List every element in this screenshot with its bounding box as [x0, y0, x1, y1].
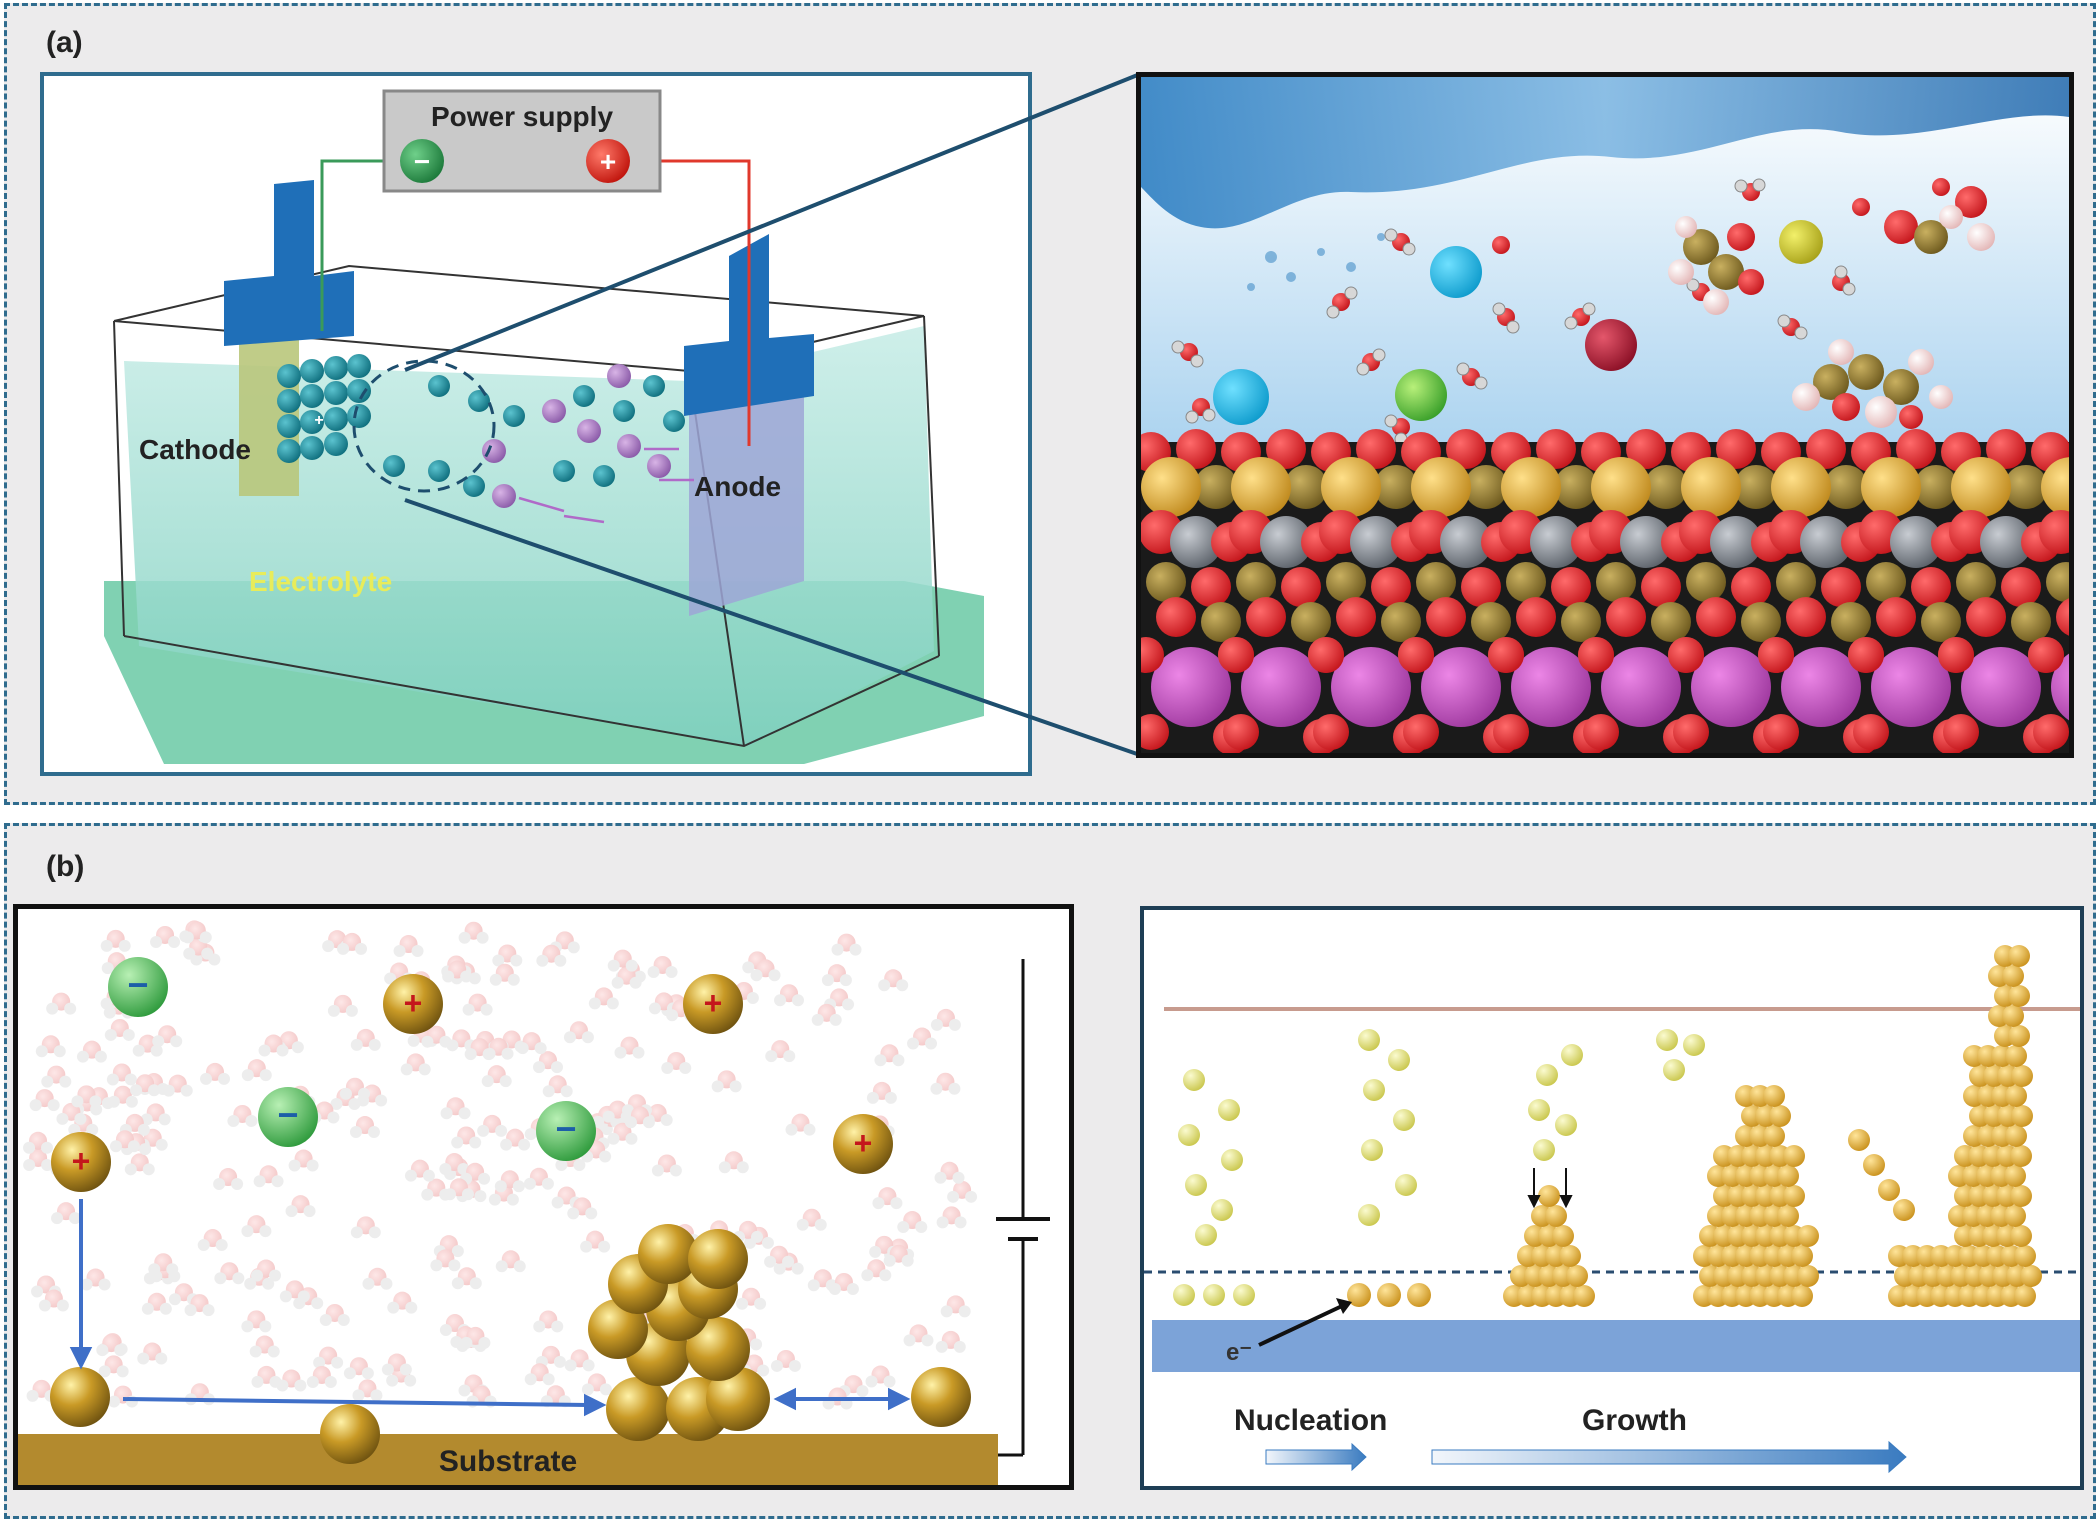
- anion-sphere-3: −: [536, 1101, 596, 1161]
- svg-text:−: −: [127, 964, 148, 1005]
- anion-ions: [482, 364, 671, 508]
- organic-molecule-3: [1792, 339, 1953, 429]
- positive-terminal-sign: +: [600, 146, 616, 177]
- crystal-surface-lattice: [1141, 429, 2069, 753]
- svg-text:+: +: [854, 1125, 873, 1161]
- adatom-substrate: [320, 1404, 380, 1464]
- positive-terminal: [586, 139, 630, 183]
- water-molecules: [1171, 178, 1950, 446]
- cation-sphere-3: +: [51, 1132, 111, 1192]
- cation-ions: [383, 375, 685, 497]
- adatom-left: [50, 1367, 110, 1427]
- deposition-process-svg: Substrate − − − + + + +: [18, 920, 1050, 1485]
- growth-arrow: [1431, 1440, 1907, 1474]
- substrate-label: Substrate: [439, 1445, 577, 1478]
- gold-cluster: [588, 1224, 770, 1441]
- electrochemical-cell-svg: + Power supply − + Ca: [104, 89, 984, 764]
- svg-text:−: −: [277, 1094, 298, 1135]
- yellow-nuclei: [1173, 1029, 1705, 1306]
- anode-label: Anode: [694, 471, 781, 502]
- panel-a-label: (a): [46, 26, 83, 59]
- cyan-ion-1: [1430, 246, 1482, 298]
- cathode-plus-mark: +: [314, 412, 323, 429]
- growth-label: Growth: [1582, 1404, 1687, 1437]
- ion-arrows: [518, 447, 694, 524]
- anion-sphere-1: −: [108, 957, 168, 1017]
- adatom-right: [911, 1367, 971, 1427]
- cation-sphere-1: +: [383, 974, 443, 1034]
- substrate-bar: [18, 1434, 998, 1485]
- panel-b-label: (b): [46, 850, 85, 883]
- negative-terminal: [400, 139, 444, 183]
- cathode-wire: [320, 159, 409, 331]
- molecular-interface-svg: [1141, 77, 2069, 753]
- migration-arrows: [69, 1199, 911, 1417]
- cation-sphere-4: +: [833, 1114, 893, 1174]
- cathode-label: Cathode: [139, 434, 251, 465]
- electron-arrow: [1258, 1298, 1352, 1347]
- electrode-substrate: [1152, 1320, 2080, 1372]
- cathode-deposit: [277, 354, 371, 463]
- solvent-molecules: [23, 920, 978, 1410]
- water-droplets: [1247, 233, 1385, 291]
- growing-islands: [1347, 945, 2042, 1307]
- electrolyte-label: Electrolyte: [249, 566, 392, 597]
- incoming-atom-arrows: [1527, 1168, 1573, 1209]
- anode-plate-body: [689, 376, 804, 616]
- molecular-interface-inset: [1136, 72, 2074, 758]
- green-ion: [1395, 369, 1447, 421]
- nucleation-label: Nucleation: [1234, 1404, 1387, 1437]
- anode-wire: [634, 159, 751, 446]
- negative-terminal-sign: −: [414, 146, 430, 177]
- yellow-ion: [1779, 220, 1823, 264]
- cyan-ion-2: [1213, 369, 1269, 425]
- nucleation-arrow: [1265, 1442, 1367, 1472]
- svg-text:+: +: [72, 1143, 91, 1179]
- deposition-process-illustration: Substrate − − − + + + +: [13, 904, 1074, 1490]
- electron-label: e⁻: [1226, 1339, 1252, 1366]
- zoom-region-circle: [352, 359, 496, 493]
- maroon-ion: [1585, 319, 1637, 371]
- anion-sphere-2: −: [258, 1087, 318, 1147]
- svg-text:+: +: [704, 985, 723, 1021]
- cation-sphere-2: +: [683, 974, 743, 1034]
- nucleation-growth-svg: e⁻ Nucleation Growth: [1144, 945, 2080, 1474]
- water-surface-wave: [1141, 77, 2069, 229]
- organic-molecule-2: [1884, 186, 1995, 254]
- power-supply-label: Power supply: [431, 101, 613, 132]
- organic-molecule-1: [1668, 216, 1764, 315]
- svg-text:−: −: [555, 1108, 576, 1149]
- svg-text:+: +: [404, 985, 423, 1021]
- nucleation-growth-illustration: e⁻ Nucleation Growth: [1140, 906, 2084, 1490]
- circuit-wire: [998, 959, 1025, 1457]
